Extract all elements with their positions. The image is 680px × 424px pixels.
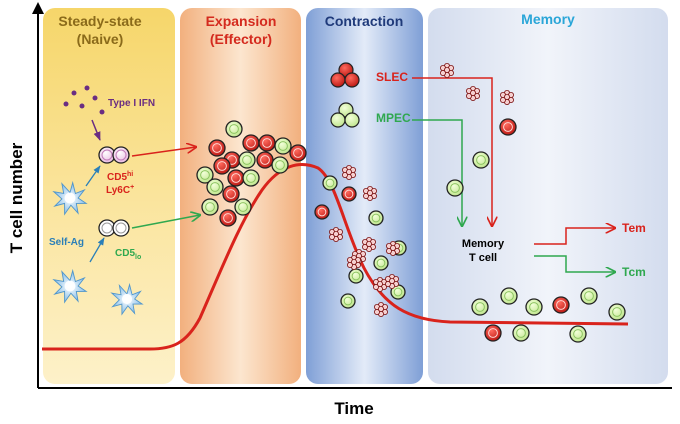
slec-pathway-arrow bbox=[412, 77, 492, 226]
expansion-cell-2 bbox=[258, 134, 276, 152]
phase-panel-expansion bbox=[180, 8, 301, 384]
ifn-arrow bbox=[91, 119, 101, 141]
memory-cell-5 bbox=[525, 298, 543, 316]
memory-t-cell-label-1: Memory bbox=[462, 238, 505, 250]
phase-subtitle-steady-state: (Naive) bbox=[77, 31, 124, 47]
tem-label: Tem bbox=[622, 221, 646, 235]
expansion-cell-4 bbox=[289, 144, 307, 162]
memory-cell-0 bbox=[499, 118, 517, 136]
contraction-cell-5 bbox=[373, 255, 389, 271]
contraction-cell-1 bbox=[341, 186, 357, 202]
type-i-ifn-label: Type I IFN bbox=[108, 98, 155, 109]
phase-title-expansion: Expansion bbox=[206, 13, 277, 29]
y-axis-arrowhead bbox=[32, 2, 44, 14]
expansion-cell-1 bbox=[242, 134, 260, 152]
expansion-cell-15 bbox=[222, 185, 240, 203]
mpec-label: MPEC bbox=[376, 111, 411, 125]
expansion-cell-3 bbox=[274, 137, 292, 155]
memory-cell-4 bbox=[500, 287, 518, 305]
expansion-cell-9 bbox=[271, 156, 289, 174]
memory-apoptotic-0 bbox=[439, 63, 454, 79]
phase-title-contraction: Contraction bbox=[325, 13, 404, 29]
memory-cell-1 bbox=[472, 151, 490, 169]
memory-cell-6 bbox=[552, 296, 570, 314]
contraction-cell-0 bbox=[322, 175, 338, 191]
cd5hi-to-expansion-arrow bbox=[131, 147, 196, 157]
expansion-cell-18 bbox=[219, 209, 237, 227]
dc-to-cd5lo-arrow bbox=[89, 237, 105, 263]
apoptotic-cell-icon-7 bbox=[384, 273, 399, 289]
apoptotic-cell-icon-2 bbox=[328, 226, 343, 242]
apoptotic-cell-icon-1 bbox=[362, 185, 377, 201]
tcm-label: Tcm bbox=[622, 265, 646, 279]
expansion-cell-12 bbox=[227, 169, 245, 187]
tem-arrow bbox=[534, 228, 615, 245]
phase-title-memory: Memory bbox=[521, 11, 575, 27]
memory-t-cell-label-2: T cell bbox=[469, 252, 497, 264]
apoptotic-cell-icon-3 bbox=[361, 236, 376, 252]
apoptotic-cell-icon-8 bbox=[373, 301, 388, 317]
memory-cell-cluster bbox=[439, 63, 626, 343]
phase-subtitle-expansion: (Effector) bbox=[210, 31, 272, 47]
expansion-cell-17 bbox=[234, 198, 252, 216]
tcm-arrow bbox=[534, 255, 615, 272]
naive-cell-icon-lo bbox=[98, 219, 130, 237]
effector-cell-icon bbox=[196, 120, 307, 227]
slec-cell-icon bbox=[330, 62, 360, 88]
expansion-cell-14 bbox=[206, 178, 224, 196]
mpec-cell-icon bbox=[330, 102, 360, 128]
memory-cell-3 bbox=[471, 298, 489, 316]
apoptotic-cell-icon-5 bbox=[372, 276, 387, 292]
memory-cell-8 bbox=[608, 303, 626, 321]
apoptotic-cell-icon-6 bbox=[346, 254, 361, 270]
memory-cell-11 bbox=[569, 325, 587, 343]
self-ag-label: Self-Ag bbox=[49, 237, 84, 248]
memory-cell-7 bbox=[580, 287, 598, 305]
memory-cell-9 bbox=[484, 324, 502, 342]
memory-cell-10 bbox=[512, 324, 530, 342]
apoptotic-cell-icon-9 bbox=[385, 240, 400, 256]
cd5lo-to-expansion-arrow bbox=[131, 215, 200, 229]
expansion-cell-8 bbox=[256, 151, 274, 169]
naive-cell-icon bbox=[98, 146, 130, 164]
expansion-cell-16 bbox=[201, 198, 219, 216]
memory-apoptotic-2 bbox=[499, 90, 514, 106]
expansion-cell-13 bbox=[242, 169, 260, 187]
expansion-cell-0 bbox=[225, 120, 243, 138]
slec-label: SLEC bbox=[376, 70, 408, 84]
memory-apoptotic-1 bbox=[465, 86, 480, 102]
contraction-cell-2 bbox=[314, 204, 330, 220]
ly6c-label: Ly6C+ bbox=[106, 184, 134, 196]
x-axis-label: Time bbox=[334, 399, 373, 418]
apoptotic-cell-icon-0 bbox=[341, 164, 356, 180]
dc-to-cd5hi-arrow bbox=[85, 165, 101, 187]
phase-panel-memory bbox=[428, 8, 668, 384]
expansion-cell-11 bbox=[196, 166, 214, 184]
type-i-ifn-dots bbox=[63, 85, 105, 115]
contraction-cell-6 bbox=[348, 268, 364, 284]
expansion-cell-7 bbox=[238, 151, 256, 169]
memory-cell-2 bbox=[446, 179, 464, 197]
cd5hi-label: CD5hi bbox=[107, 171, 133, 183]
phase-title-steady-state: Steady-state bbox=[58, 13, 141, 29]
contraction-cell-cluster bbox=[314, 164, 407, 317]
y-axis-label: T cell number bbox=[7, 142, 26, 253]
contraction-cell-3 bbox=[368, 210, 384, 226]
expansion-cell-5 bbox=[208, 139, 226, 157]
cd5lo-label: CD5lo bbox=[115, 248, 141, 261]
contraction-cell-8 bbox=[340, 293, 356, 309]
expansion-cell-10 bbox=[213, 157, 231, 175]
